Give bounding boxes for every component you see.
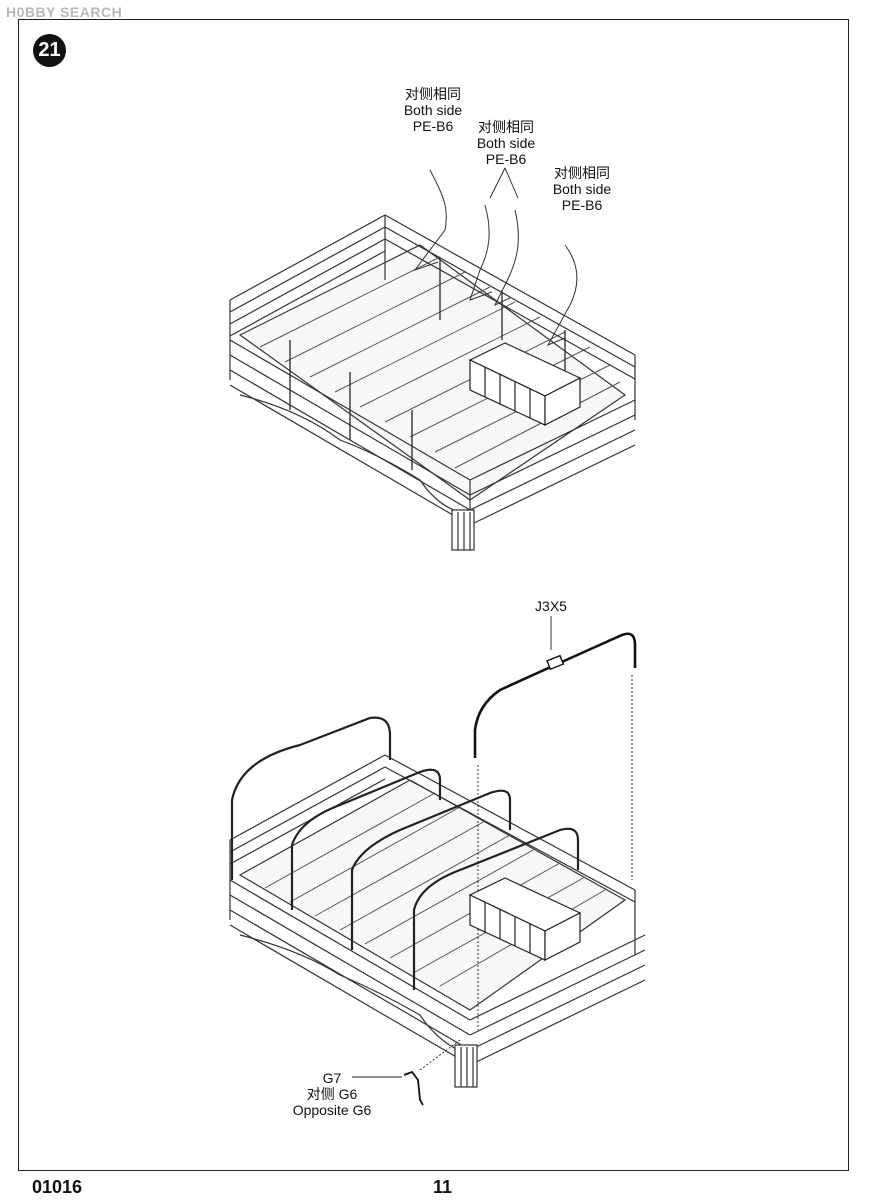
step-number-badge: 21 — [33, 34, 66, 67]
callout-zh: 对侧 G6 — [306, 1086, 358, 1102]
product-code: 01016 — [32, 1177, 83, 1197]
callout-part: PE-B6 — [412, 118, 454, 134]
callout-part: G7 — [322, 1070, 342, 1086]
callout-pe-b6-middle: 对侧相同 Both side PE-B6 — [470, 119, 542, 167]
callout-pe-b6-right: 对侧相同 Both side PE-B6 — [546, 165, 618, 213]
callout-en: Opposite G6 — [292, 1102, 372, 1118]
callout-en: Both side — [403, 102, 463, 118]
callout-j3x5: J3X5 — [535, 598, 567, 614]
lower-truck-bed — [229, 616, 646, 1106]
callout-g7: G7 对侧 G6 Opposite G6 — [282, 1070, 382, 1118]
callout-zh: 对侧相同 — [405, 86, 461, 102]
page-number: 11 — [433, 1177, 453, 1197]
watermark: H0BBY SEARCH — [6, 4, 123, 20]
callout-part: PE-B6 — [485, 151, 527, 167]
callout-zh: 对侧相同 — [478, 119, 534, 135]
callout-part: PE-B6 — [561, 197, 603, 213]
callout-en: Both side — [552, 181, 612, 197]
callout-zh: 对侧相同 — [554, 165, 610, 181]
upper-truck-bed — [229, 167, 636, 551]
page-frame — [18, 19, 849, 1171]
callout-pe-b6-left: 对侧相同 Both side PE-B6 — [398, 86, 468, 134]
callout-en: Both side — [476, 135, 536, 151]
